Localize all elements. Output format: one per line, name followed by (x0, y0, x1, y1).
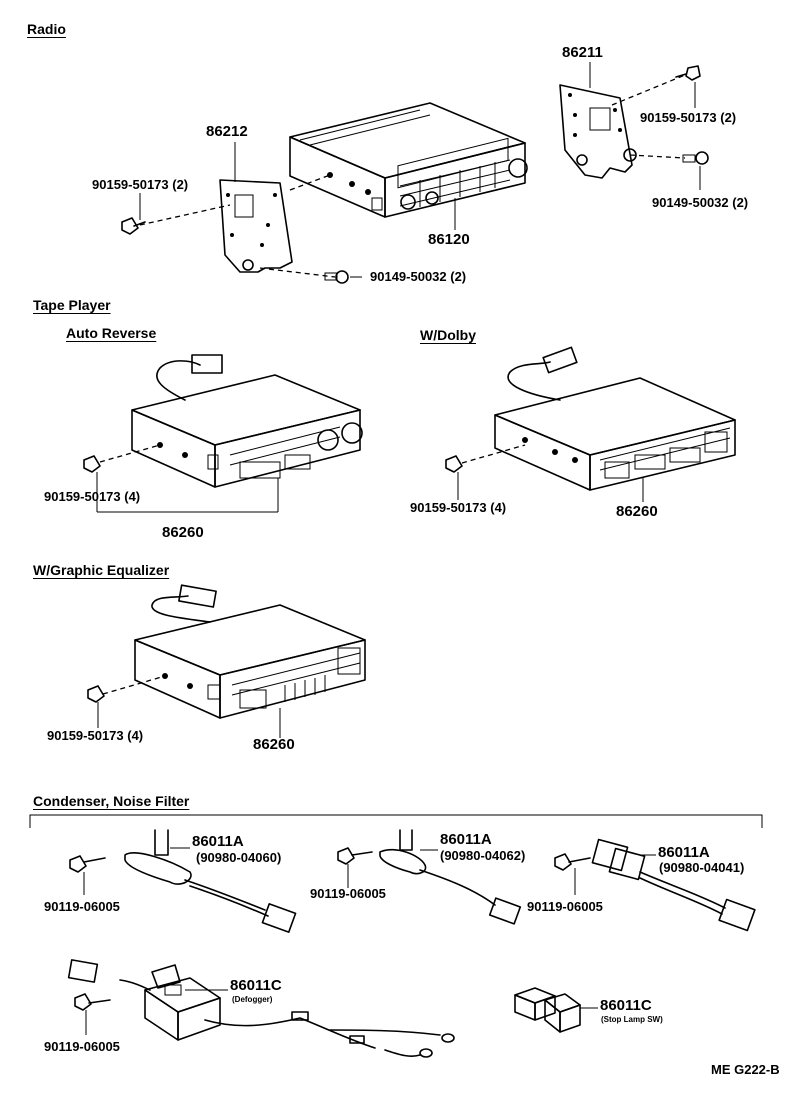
screw-icon (337, 847, 373, 865)
screw-icon (74, 993, 111, 1011)
screw-icon (121, 217, 146, 235)
part-label-nut-radio-left: 90149-50032 (2) (370, 269, 467, 284)
part-label-86011a-1: 86011A (192, 833, 244, 850)
bracket-left (219, 179, 293, 273)
tape-player-dolby (494, 346, 736, 491)
part-label-screw-f3: 90119-06005 (527, 899, 603, 914)
part-label-86260-auto-reverse: 86260 (162, 524, 204, 541)
part-label-screw-f1: 90119-06005 (44, 899, 120, 914)
part-label-screw-eq: 90159-50173 (4) (47, 728, 144, 743)
part-label-nut-radio-right: 90149-50032 (2) (652, 195, 749, 210)
part-label-screw-radio-right: 90159-50173 (2) (640, 110, 737, 125)
part-label-screw-dolby: 90159-50173 (4) (410, 500, 507, 515)
screw-icon (445, 455, 463, 473)
part-label-86120: 86120 (428, 231, 470, 248)
screw-icon (675, 65, 701, 81)
section-title-graphic-eq: W/Graphic Equalizer (33, 562, 170, 578)
part-label-86011a-3: 86011A (658, 844, 710, 861)
part-label-86011a-3-sub: (90980-04041) (659, 860, 745, 875)
section-title-w-dolby: W/Dolby (420, 327, 476, 343)
part-label-86011a-2-sub: (90980-04062) (440, 848, 526, 863)
part-label-screw-f2: 90119-06005 (310, 886, 386, 901)
nut-icon (324, 270, 349, 284)
tape-player-graphic-eq (134, 584, 366, 719)
screw-icon (83, 455, 101, 473)
part-label-86212: 86212 (206, 123, 248, 140)
part-label-screw-auto-reverse: 90159-50173 (4) (44, 489, 141, 504)
noise-filter-86011c-stop-lamp (514, 987, 598, 1033)
noise-filter-86011a-3 (591, 838, 756, 932)
bracket-right (559, 84, 637, 179)
diagram-code: ME G222-B (711, 1062, 780, 1077)
radio-unit (289, 102, 528, 218)
noise-filter-86011a-2 (379, 829, 522, 925)
noise-filter-86011a-1 (124, 829, 297, 933)
nut-icon (682, 151, 709, 165)
screw-icon (69, 855, 106, 873)
part-label-86011c-1: 86011C (230, 977, 282, 994)
part-label-86011a-2: 86011A (440, 831, 492, 848)
section-title-radio: Radio (27, 21, 66, 37)
part-label-86211: 86211 (562, 44, 603, 61)
part-label-86011a-1-sub: (90980-04060) (196, 850, 282, 865)
section-title-condenser: Condenser, Noise Filter (33, 793, 190, 809)
section-title-auto-reverse: Auto Reverse (66, 325, 157, 341)
part-note-defogger: (Defogger) (232, 995, 273, 1004)
part-note-stop-lamp: (Stop Lamp SW) (601, 1015, 663, 1024)
part-label-screw-f4: 90119-06005 (44, 1039, 120, 1054)
part-label-86260-eq: 86260 (253, 736, 295, 753)
part-label-screw-radio-left: 90159-50173 (2) (92, 177, 189, 192)
section-title-tape-player: Tape Player (33, 297, 111, 313)
noise-filter-86011c-defogger (67, 959, 455, 1058)
screw-icon (554, 853, 591, 871)
section-bracket (29, 814, 763, 828)
part-label-86260-dolby: 86260 (616, 503, 658, 520)
tape-player-auto-reverse (131, 354, 363, 488)
part-label-86011c-2: 86011C (600, 997, 652, 1014)
screw-icon (87, 685, 105, 703)
